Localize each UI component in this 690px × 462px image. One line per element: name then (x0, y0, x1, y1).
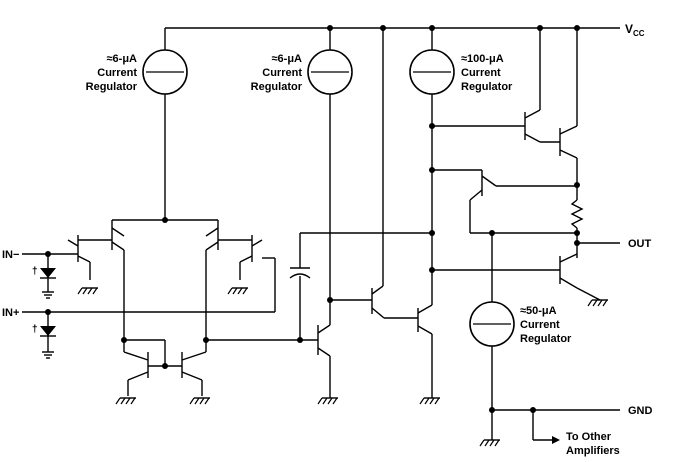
ground-icon (42, 287, 608, 447)
current-regulator-3 (409, 28, 455, 305)
in-plus-wire (22, 309, 275, 352)
in-plus-label: IN+ (2, 307, 19, 319)
other-amps-line1: To Other (566, 431, 612, 443)
regulator-2-line2: Regulator (251, 81, 303, 93)
input-stage (67, 217, 300, 396)
gnd-rail (489, 407, 620, 444)
regulator-3-line2: Regulator (461, 81, 513, 93)
regulator-1-value: ≈6-μA (107, 53, 138, 65)
regulator-2-line1: Current (262, 67, 302, 79)
regulator-4-value: ≈50-μA (520, 305, 557, 317)
vcc-rail (165, 25, 620, 31)
gain-stage (300, 28, 433, 398)
in-minus-label: IN− (2, 249, 19, 261)
regulator-4-line2: Regulator (520, 333, 572, 345)
in-minus-wire (22, 251, 78, 292)
current-regulator-2 (307, 28, 353, 300)
current-regulator-1 (142, 28, 188, 220)
regulator-3-line1: Current (461, 67, 501, 79)
regulator-1-line1: Current (97, 67, 137, 79)
regulator-4-line1: Current (520, 319, 560, 331)
current-regulator-4 (469, 233, 515, 440)
compensation-capacitor (289, 232, 432, 343)
output-stage (432, 28, 620, 301)
regulator-2-value: ≈6-μA (272, 53, 303, 65)
other-amps-line2: Amplifiers (566, 445, 620, 457)
dagger-2: † (32, 324, 38, 335)
regulator-1-line2: Regulator (86, 81, 138, 93)
vcc-label: VCC (625, 22, 645, 38)
gnd-label: GND (628, 405, 653, 417)
out-label: OUT (628, 238, 652, 250)
dagger-1: † (32, 266, 38, 277)
regulator-3-value: ≈100-μA (461, 53, 504, 65)
